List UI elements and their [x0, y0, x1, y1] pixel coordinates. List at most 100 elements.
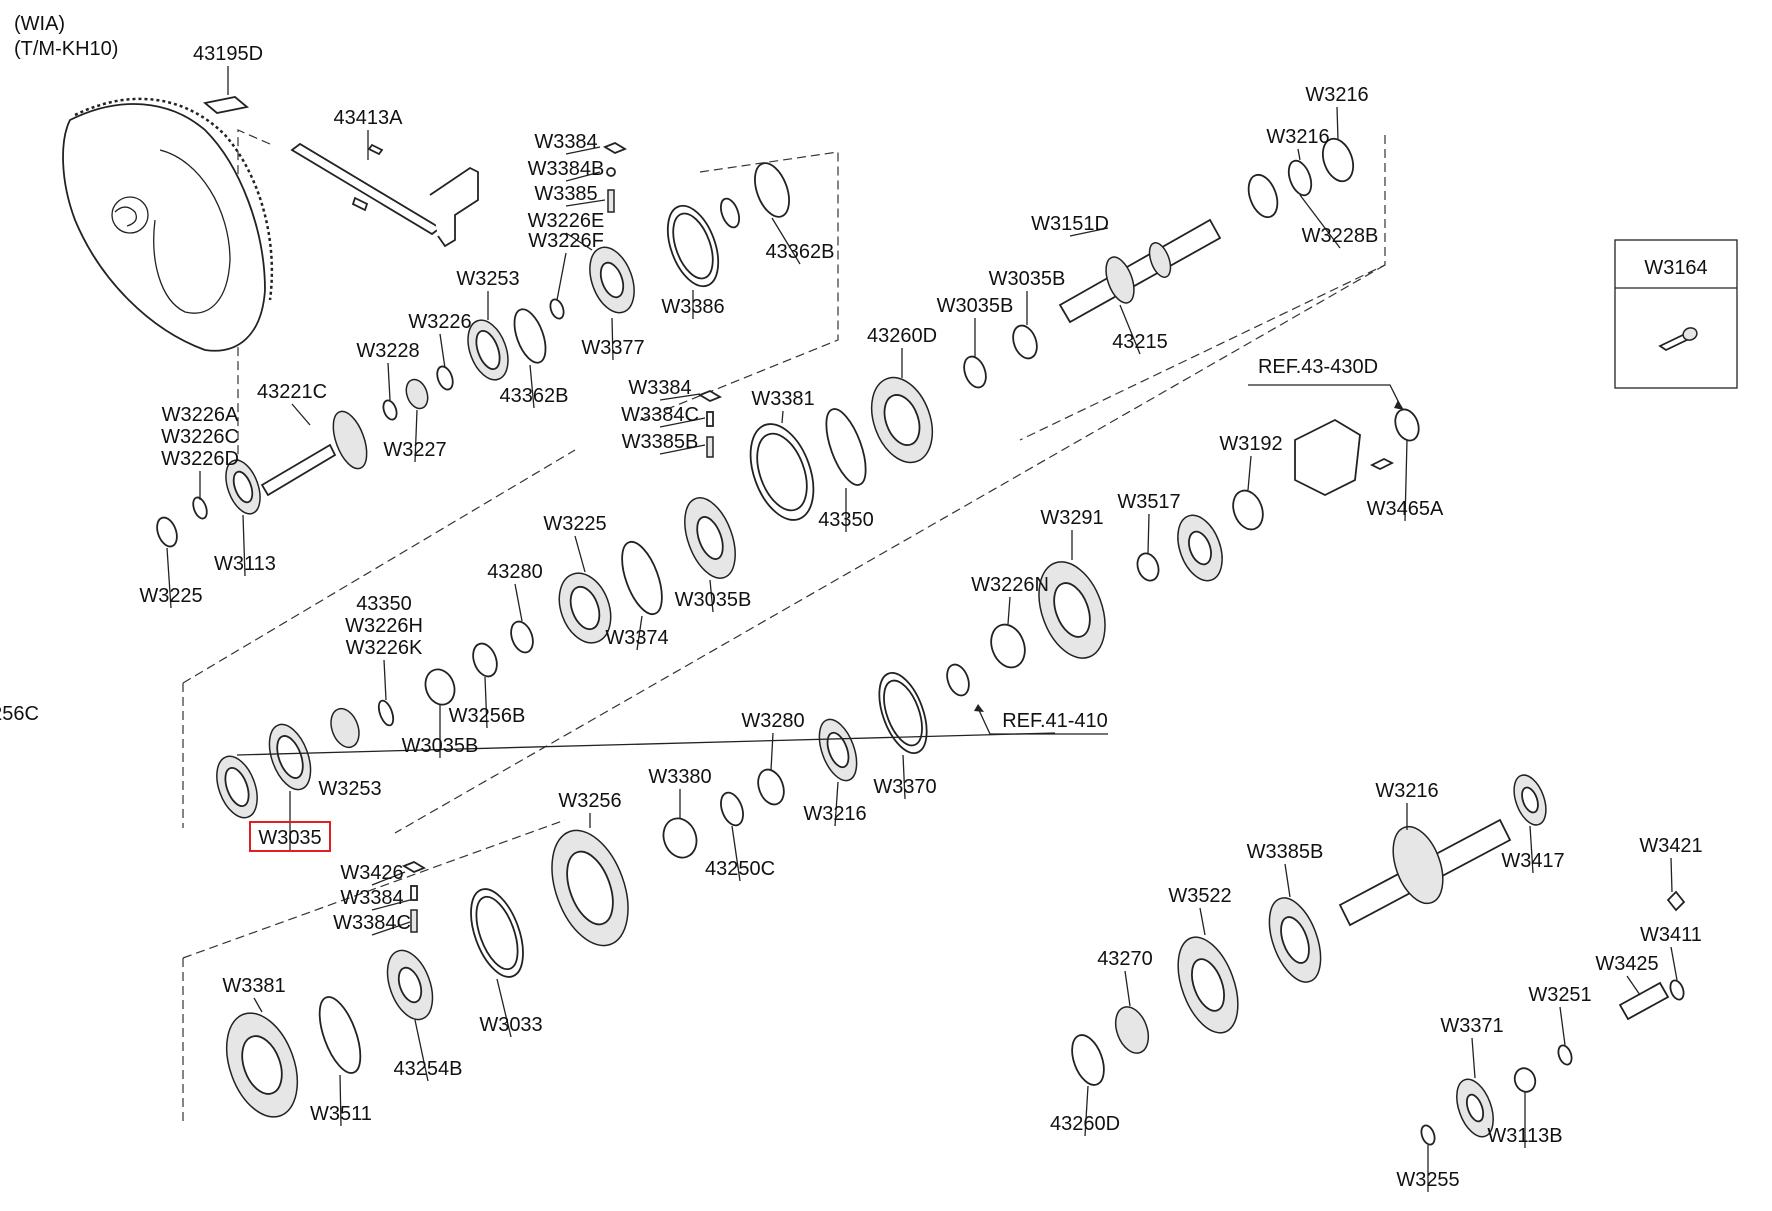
part-label-w3192[interactable]: W3192 [1219, 433, 1282, 455]
part-label-43215[interactable]: 43215 [1112, 331, 1168, 353]
part-label-w3226h[interactable]: W3226H [345, 615, 423, 637]
part-label-w3226[interactable]: W3226 [408, 311, 471, 333]
part-label-w3225[interactable]: W3225 [543, 513, 606, 535]
leader-line [902, 754, 906, 800]
part-label-43413a[interactable]: 43413A [334, 107, 404, 129]
part-label-w3384b[interactable]: W3384B [528, 158, 605, 180]
part-label-w3251[interactable]: W3251 [1528, 984, 1591, 1006]
part-label-43350[interactable]: 43350 [356, 593, 412, 615]
part-label-w3226k[interactable]: W3226K [346, 637, 423, 659]
part-label-ref-43-430d[interactable]: REF.43-430D [1258, 356, 1378, 378]
leader-line [1247, 455, 1252, 491]
part-label-43260d[interactable]: 43260D [1050, 1113, 1120, 1135]
part-label-w3035b[interactable]: W3035B [402, 735, 479, 757]
part-label-w3256[interactable]: W3256 [558, 790, 621, 812]
part-label-w3226f[interactable]: W3226F [528, 230, 604, 252]
part-label-w3113b[interactable]: W3113B [1487, 1125, 1562, 1147]
part-label-w3226c[interactable]: W3226C [161, 426, 239, 448]
part-label-w3151d[interactable]: W3151D [1031, 213, 1109, 235]
part-label-w3033[interactable]: W3033 [479, 1014, 542, 1036]
part-label-w3384[interactable]: W3384 [628, 377, 691, 399]
part-label-w3226d[interactable]: W3226D [161, 448, 239, 470]
part-label-w3377[interactable]: W3377 [581, 337, 644, 359]
header-line-2: (T/M-KH10) [14, 38, 118, 60]
part-label-43280[interactable]: 43280 [487, 561, 543, 583]
part-label-43362b[interactable]: 43362B [500, 385, 569, 407]
part-label-w3291[interactable]: W3291 [1040, 507, 1103, 529]
part-label-w3113[interactable]: W3113 [214, 553, 276, 575]
part-label-w3228b[interactable]: W3228B [1302, 225, 1379, 247]
ref-arrows [974, 384, 1404, 735]
part-label-w3226e[interactable]: W3226E [528, 210, 605, 232]
part-label-w3384[interactable]: W3384 [340, 887, 403, 909]
leader-line [611, 317, 614, 361]
inset-label[interactable]: W3164 [1644, 257, 1707, 279]
part-label-w3216[interactable]: W3216 [803, 803, 866, 825]
leader-line [291, 403, 311, 426]
part-label-43254b[interactable]: 43254B [394, 1058, 463, 1080]
part-label-w3384c[interactable]: W3384C [333, 912, 411, 934]
part-label-w3228[interactable]: W3228 [356, 340, 419, 362]
part-label-w3035b[interactable]: W3035B [989, 268, 1066, 290]
part-label-w3370[interactable]: W3370 [873, 776, 936, 798]
part-label-w3256c[interactable]: W3256C [0, 703, 39, 725]
part-label-w3380[interactable]: W3380 [648, 766, 711, 788]
part-label-w3386[interactable]: W3386 [661, 296, 724, 318]
leader-line [484, 676, 488, 729]
part-label-43195d[interactable]: 43195D [193, 43, 263, 65]
part-label-43270[interactable]: 43270 [1097, 948, 1153, 970]
part-label-w3522[interactable]: W3522 [1168, 885, 1231, 907]
part-label-43250c[interactable]: 43250C [705, 858, 775, 880]
part-label-w3385b[interactable]: W3385B [622, 431, 699, 453]
part-label-w3465a[interactable]: W3465A [1367, 498, 1444, 520]
part-label-w3216[interactable]: W3216 [1266, 126, 1329, 148]
leader-line [371, 871, 406, 886]
leader-line [414, 1019, 429, 1082]
leader-line [1084, 1085, 1089, 1137]
leader-line [439, 333, 446, 369]
part-label-w3384c[interactable]: W3384C [621, 404, 699, 426]
part-label-w3280[interactable]: W3280 [741, 710, 804, 732]
leader-line [1069, 227, 1109, 237]
part-label-w3421[interactable]: W3421 [1639, 835, 1702, 857]
plate-43195D-shape [202, 96, 250, 114]
upper-parts [156, 137, 1355, 819]
part-label-w3216[interactable]: W3216 [1375, 780, 1438, 802]
part-label-w3417[interactable]: W3417 [1501, 850, 1564, 872]
part-label-w3035[interactable]: W3035 [258, 827, 321, 849]
part-label-w3426[interactable]: W3426 [340, 862, 403, 884]
part-label-w3216[interactable]: W3216 [1305, 84, 1368, 106]
part-label-w3385[interactable]: W3385 [534, 183, 597, 205]
part-label-43260d[interactable]: 43260D [867, 325, 937, 347]
leader-line [1299, 194, 1341, 249]
part-label-w3227[interactable]: W3227 [383, 439, 446, 461]
part-label-43350[interactable]: 43350 [818, 509, 874, 531]
part-label-w3411[interactable]: W3411 [1640, 924, 1702, 946]
part-label-w3425[interactable]: W3425 [1595, 953, 1658, 975]
leader-line [242, 514, 246, 577]
part-label-w3253[interactable]: W3253 [318, 778, 381, 800]
leader-line [1007, 596, 1011, 625]
part-label-w3226n[interactable]: W3226N [971, 574, 1049, 596]
part-label-43221c[interactable]: 43221C [257, 381, 327, 403]
leader-line [1670, 946, 1678, 981]
part-label-w3225[interactable]: W3225 [139, 585, 202, 607]
part-label-w3256b[interactable]: W3256B [449, 705, 526, 727]
part-label-w3381[interactable]: W3381 [751, 388, 814, 410]
part-label-w3035b[interactable]: W3035B [675, 589, 752, 611]
part-label-w3384[interactable]: W3384 [534, 131, 597, 153]
part-label-w3371[interactable]: W3371 [1440, 1015, 1503, 1037]
shift-rod [290, 142, 479, 248]
part-label-43362b[interactable]: 43362B [766, 241, 835, 263]
part-label-w3035b[interactable]: W3035B [937, 295, 1014, 317]
part-label-w3517[interactable]: W3517 [1117, 491, 1180, 513]
part-label-w3226a[interactable]: W3226A [162, 404, 239, 426]
part-label-ref-41-410[interactable]: REF.41-410 [1002, 710, 1108, 732]
part-label-w3374[interactable]: W3374 [605, 627, 668, 649]
part-label-w3253[interactable]: W3253 [456, 268, 519, 290]
part-label-w3511[interactable]: W3511 [310, 1103, 372, 1125]
part-label-w3381[interactable]: W3381 [222, 975, 285, 997]
leader-line [1284, 863, 1291, 898]
part-label-w3255[interactable]: W3255 [1396, 1169, 1459, 1191]
part-label-w3385b[interactable]: W3385B [1247, 841, 1324, 863]
